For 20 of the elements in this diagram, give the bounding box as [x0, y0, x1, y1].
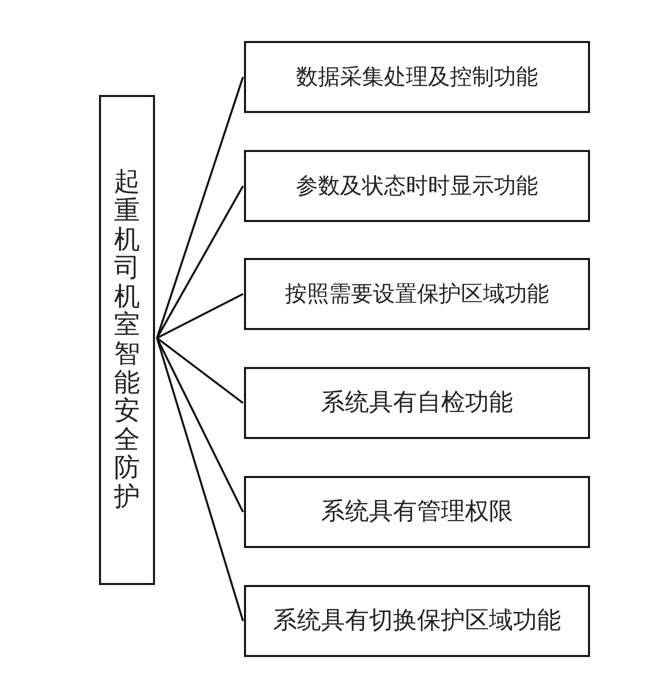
function-label: 系统具有管理权限 [321, 498, 513, 527]
connector-line [156, 338, 244, 512]
function-box [244, 150, 590, 222]
function-box [244, 258, 590, 330]
function-label: 参数及状态时时显示功能 [296, 172, 538, 200]
function-box [244, 585, 590, 657]
function-label: 系统具有自检功能 [321, 389, 513, 418]
function-label: 按照需要设置保护区域功能 [285, 280, 549, 308]
function-box [244, 476, 590, 548]
function-box [244, 41, 590, 113]
function-box [244, 367, 590, 439]
function-label: 数据采集处理及控制功能 [296, 63, 538, 91]
function-label: 系统具有切换保护区域功能 [273, 606, 561, 636]
connector-line [156, 293, 244, 339]
vertical-title: 起重机司机室智能安全防护 [114, 168, 140, 512]
connector-line [156, 76, 244, 338]
connector-line [156, 337, 244, 404]
connector-line [156, 186, 244, 338]
title-box [99, 95, 155, 585]
connector-line [156, 338, 244, 622]
